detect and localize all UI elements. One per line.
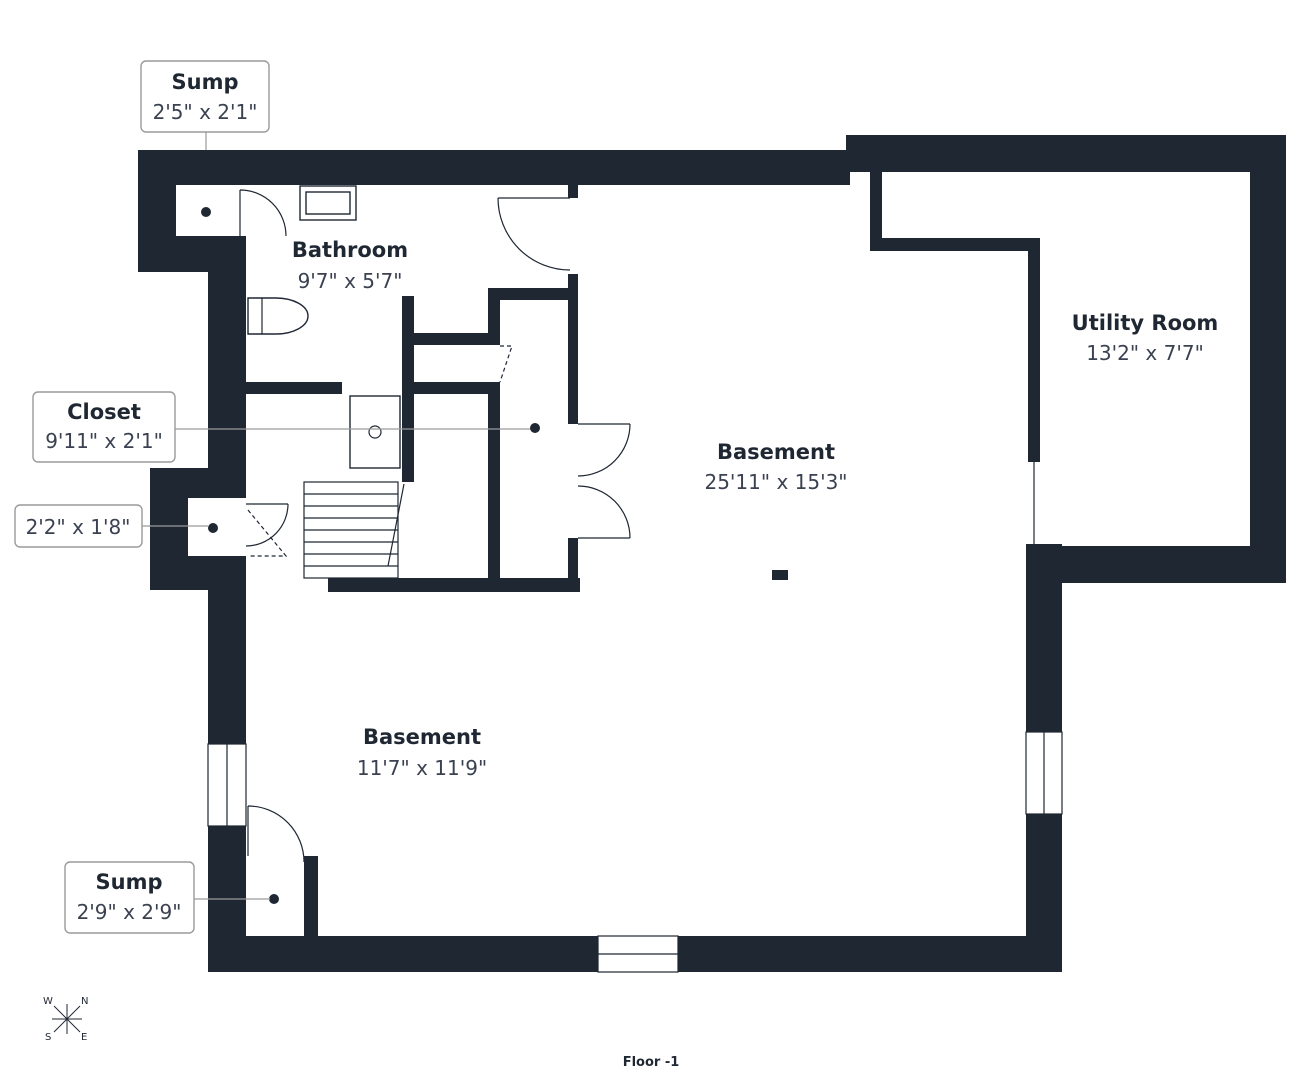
shelf-dashed <box>499 345 513 383</box>
door-bathroom <box>497 197 571 271</box>
compass-s: S <box>45 1032 51 1043</box>
sump-pit-top <box>201 207 211 217</box>
doors <box>239 189 631 863</box>
room-utility-dims: 13'2" x 7'7" <box>1086 341 1204 365</box>
callout-sump-bottom: Sump 2'9" x 2'9" <box>64 861 270 934</box>
toilet <box>247 297 309 335</box>
wall-hall-top <box>488 288 578 300</box>
room-utility-name: Utility Room <box>1072 311 1219 335</box>
callout-small-closet: 2'2" x 1'8" <box>14 504 208 548</box>
door-sump-bottom <box>247 805 305 863</box>
compass-icon <box>52 1004 82 1034</box>
wall-top-left <box>138 150 850 185</box>
interior-walls <box>246 184 580 938</box>
compass-w: W <box>43 996 53 1007</box>
sump-pit-bottom <box>269 894 279 904</box>
callout-sump-bottom-name: Sump <box>96 870 163 894</box>
room-labels: Bathroom 9'7" x 5'7" Utility Room 13'2" … <box>292 238 1218 780</box>
fixtures <box>201 185 788 904</box>
closet-triangle-dashed <box>247 509 288 557</box>
wall-top-right <box>846 135 1286 172</box>
wall-utility-notch-v <box>870 168 882 250</box>
wall-hall-left <box>488 382 500 588</box>
door-closet-left <box>577 423 631 477</box>
floor-label: Floor -1 <box>623 1055 680 1070</box>
callout-sump-top-name: Sump <box>172 70 239 94</box>
callout-closet: Closet 9'11" x 2'1" <box>32 391 530 463</box>
wall-bottom-a <box>208 936 598 972</box>
bath-sink-top-inner <box>305 191 351 215</box>
room-basement-small-dims: 11'7" x 11'9" <box>357 756 487 780</box>
room-bathroom-name: Bathroom <box>292 238 408 262</box>
door-sump-top <box>239 189 287 237</box>
room-bathroom-dims: 9'7" x 5'7" <box>298 269 403 293</box>
sump-pit-hall <box>530 423 540 433</box>
callout-closet-dims: 9'11" x 2'1" <box>45 429 163 453</box>
stairs-treads <box>304 493 398 567</box>
vanity-drain <box>368 425 382 439</box>
wall-bath-shelf-h2 <box>402 382 500 394</box>
callout-sump-bottom-dims: 2'9" x 2'9" <box>77 900 182 924</box>
callout-sump-top: Sump 2'5" x 2'1" <box>140 60 270 150</box>
stairs-arrow <box>387 483 405 567</box>
wall-sump-bottom-closet <box>304 856 318 938</box>
floor-drain <box>772 570 788 580</box>
wall-stair-bottom <box>328 578 580 592</box>
room-basement-small-name: Basement <box>363 725 481 749</box>
wall-hall-left-top <box>488 288 500 340</box>
wall-utility-left <box>1028 238 1040 462</box>
wall-left-mid <box>208 236 246 468</box>
wall-hall-right-upper <box>568 274 578 424</box>
wall-bath-shelf-h1 <box>402 333 500 345</box>
windows <box>207 462 1063 973</box>
sump-pit-small-closet <box>208 523 218 533</box>
bath-vanity <box>349 395 401 469</box>
wall-utility-bottom <box>1026 546 1286 583</box>
door-closet-right <box>577 485 631 539</box>
wall-utility-right <box>1250 135 1286 583</box>
compass: W N S E <box>43 996 88 1043</box>
callout-closet-name: Closet <box>67 400 141 424</box>
callout-sump-top-dims: 2'5" x 2'1" <box>153 100 258 124</box>
room-basement-main-name: Basement <box>717 440 835 464</box>
wall-hall-right-lower <box>568 538 578 592</box>
callout-small-closet-dims: 2'2" x 1'8" <box>26 515 131 539</box>
wall-right-lower-b <box>1026 814 1062 972</box>
wall-utility-notch-h <box>870 238 1040 251</box>
wall-bath-door-post <box>568 184 578 198</box>
room-basement-main-dims: 25'11" x 15'3" <box>704 470 847 494</box>
compass-n: N <box>81 996 88 1007</box>
compass-e: E <box>81 1032 87 1043</box>
door-small-closet <box>245 503 289 547</box>
wall-bath-counter <box>246 382 342 394</box>
wall-left-lower-a <box>208 556 246 744</box>
wall-bottom-b <box>678 936 1062 972</box>
